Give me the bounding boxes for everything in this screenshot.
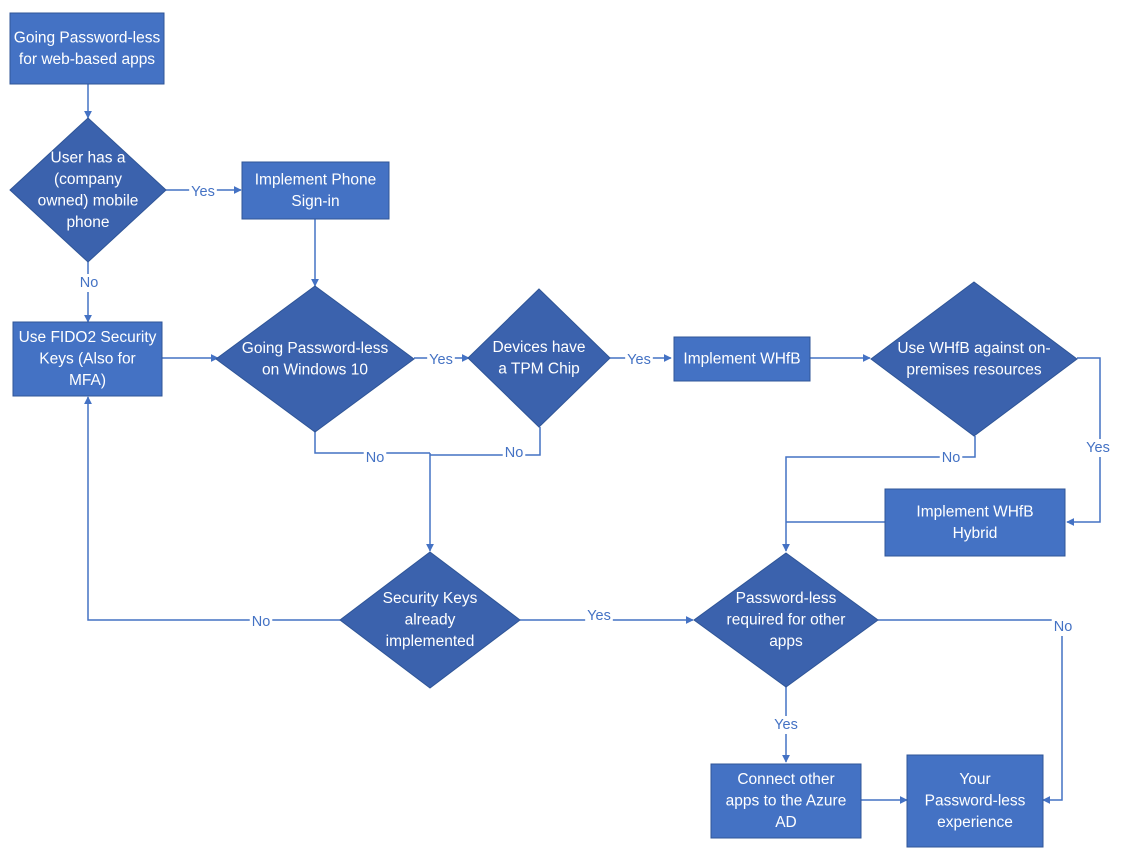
node-text-line: owned) mobile [38,192,139,209]
node-text-line: Password-less [736,590,837,607]
decision-diamond [215,285,415,433]
node-security-keys-question: Security Keys already implemented [339,551,521,689]
connectors [84,84,1101,804]
node-text-line: Your [959,771,990,788]
edge-label-background [249,613,273,631]
node-text-line: Hybrid [953,525,998,542]
label-mobile-no: No [80,275,99,291]
node-text-line: Security Keys [383,590,478,607]
node-tpm-question: Devices have a TPM Chip [467,288,611,428]
label-onprem-no: No [942,450,961,466]
label-mobile-yes: Yes [191,184,215,200]
node-whfb: Implement WHfB [673,336,811,382]
node-text-line: apps [769,633,803,650]
node-win10-question: Going Password-less on Windows 10 [215,285,415,433]
edge-label-background [1084,439,1112,457]
edge-label-background [77,274,101,292]
process-box [710,763,862,839]
node-text-line: premises resources [906,361,1041,378]
node-whfb-hybrid: Implement WHfB Hybrid [884,488,1066,557]
process-box [241,161,390,220]
node-text-line: required for other [727,612,846,629]
label-seckeys-yes: Yes [587,608,611,624]
decision-diamond [693,552,879,688]
label-otherapps-no: No [1054,619,1073,635]
node-text-line: apps to the Azure [726,793,847,810]
node-text-line: Password-less [925,793,1026,810]
node-text-line: Devices have [492,339,585,356]
node-text-line: Implement Phone [255,171,377,188]
process-box [884,488,1066,557]
edge-label-background [585,607,613,625]
node-text-line: Keys (Also for [39,351,135,368]
connector-onprem-no-to-otherapps [782,436,976,552]
edge-label-background [625,351,653,369]
decision-diamond [467,288,611,428]
decision-diamond [9,117,167,263]
process-box [12,321,163,397]
node-mobile-question: User has a (company owned) mobile phone [9,117,167,263]
edge-labels: Yes No Yes Yes No No No Yes No Yes Yes N… [77,183,1112,734]
edge-label-background [427,351,455,369]
node-text-line: Going Password-less [14,29,161,46]
connector-win10-no [314,432,430,454]
node-onprem-question: Use WHfB against on-premises resources [870,281,1078,437]
node-text-line: already [405,612,456,629]
label-onprem-yes: Yes [1086,440,1110,456]
node-text-line: MFA) [69,372,106,389]
node-other-apps-question: Password-less required for other apps [693,552,879,688]
node-text-line: implemented [386,633,475,650]
node-text-line: Use FIDO2 Security [19,329,157,346]
edge-label-background [502,444,526,462]
node-text-line: Sign-in [291,193,339,210]
process-box [9,12,165,85]
connector-otherapps-no-to-experience [878,619,1063,804]
label-win10-no: No [366,450,385,466]
edge-label-background [772,716,800,734]
decision-diamond [870,281,1078,437]
edge-label-background [1051,618,1075,636]
connector-tpm-no [430,427,541,456]
node-text-line: for web-based apps [19,51,155,68]
node-text-line: Implement WHfB [916,503,1033,520]
edge-label-background [363,449,387,467]
decision-diamond [339,551,521,689]
node-text-line: Connect other [737,771,834,788]
node-text-line: (company [54,171,122,188]
node-text-line: on Windows 10 [262,361,368,378]
label-tpm-yes: Yes [627,352,651,368]
label-tpm-no: No [505,445,524,461]
process-box [906,754,1044,848]
node-start: Going Password-less for web-based apps [9,12,165,85]
node-text-line: User has a [51,149,126,166]
node-text-line: Going Password-less [242,340,389,357]
node-text-line: Implement WHfB [683,351,800,368]
connector-seckeys-no-to-fido2 [84,396,340,621]
node-text-line: Use WHfB against on- [897,340,1050,357]
edge-label-background [939,449,963,467]
node-text-line: AD [775,814,797,831]
node-text-line: phone [66,214,109,231]
node-text-line: experience [937,814,1013,831]
label-seckeys-no: No [252,614,271,630]
label-win10-yes: Yes [429,352,453,368]
edge-label-background [189,183,217,201]
label-otherapps-yes: Yes [774,717,798,733]
node-text-line: a TPM Chip [498,360,580,377]
nodes: Going Password-less for web-based appsUse… [9,12,1078,848]
process-box [673,336,811,382]
